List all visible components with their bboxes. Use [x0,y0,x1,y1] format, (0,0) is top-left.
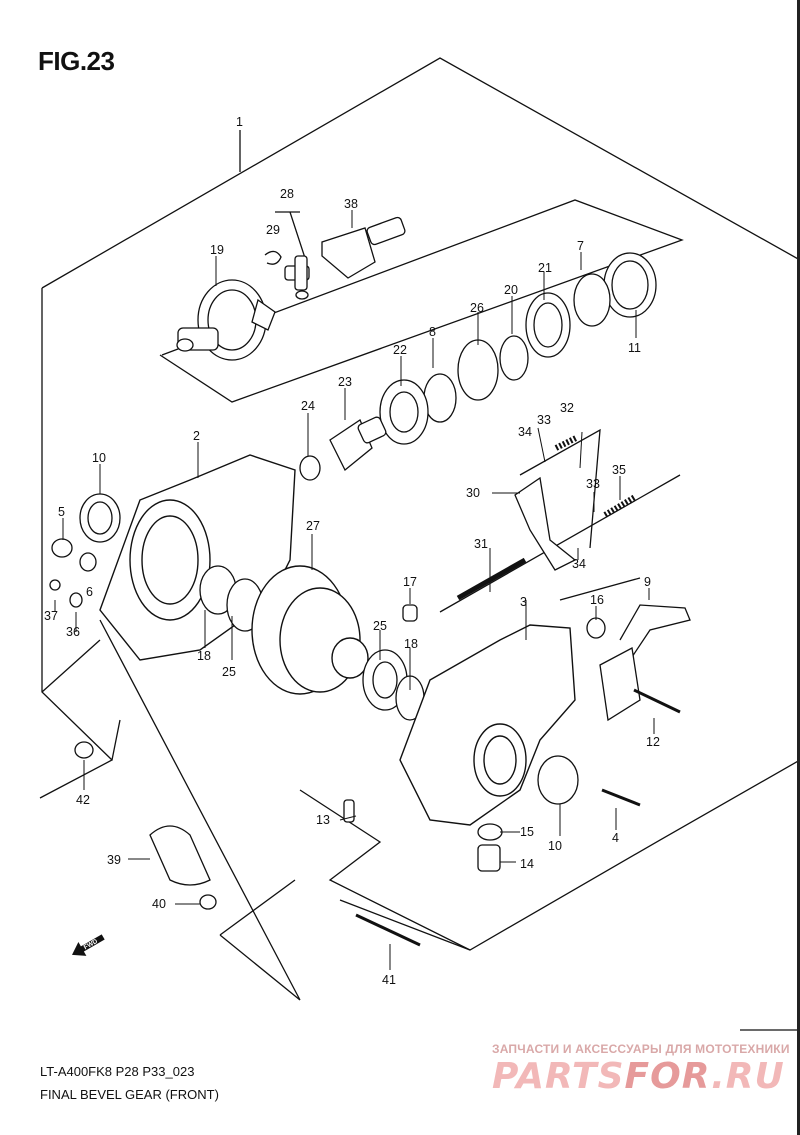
callout-26: 26 [470,301,484,315]
callout-2: 2 [193,429,200,443]
callout-31: 31 [474,537,488,551]
part-12-bolt [633,688,681,714]
callout-10-left: 10 [92,451,106,465]
callout-34-bottom: 34 [572,557,586,571]
shaft-parts-frame [159,199,684,403]
part-15-washer [477,823,503,841]
callout-16: 16 [590,593,604,607]
fwd-arrow-icon: FWD [72,934,105,956]
callout-5: 5 [58,505,65,519]
part-38-yoke [321,216,406,279]
assembly-boundary [39,57,800,1031]
leader-28 [275,211,306,259]
watermark-logo-part3: .RU [711,1056,785,1097]
callout-38: 38 [344,197,358,211]
callout-8: 8 [429,325,436,339]
callout-20: 20 [504,283,518,297]
part-3-case [399,624,576,826]
callout-21: 21 [538,261,552,275]
callout-4: 4 [612,831,619,845]
part-4-bolt [601,788,641,807]
callout-1: 1 [236,115,243,129]
part-31-shaft [456,557,527,601]
callout-25-left: 25 [222,665,236,679]
callout-19: 19 [210,243,224,257]
part-9-hose [619,604,691,661]
part-35-spring [603,494,637,518]
part-27-ring-gear [251,565,369,695]
callout-32: 32 [560,401,574,415]
lower-bracket [99,619,301,1001]
callout-23: 23 [338,375,352,389]
right-bearings [362,604,606,721]
callout-leaders [54,210,655,970]
watermark-logo-part1: PARTS [492,1056,625,1097]
part-29-clip [264,250,282,265]
callout-36: 36 [66,625,80,639]
callout-30: 30 [466,486,480,500]
callout-24: 24 [301,399,315,413]
part-23-pinion [329,416,387,472]
callout-6: 6 [86,585,93,599]
callout-9: 9 [644,575,651,589]
watermark-logo-part2: FOR [624,1056,712,1097]
part-14-plug [477,844,501,872]
callout-15: 15 [520,825,534,839]
callout-10-right: 10 [548,839,562,853]
part-13-pin [343,799,355,823]
part-10-seal-right [537,755,579,805]
callout-40: 40 [152,897,166,911]
right-frame [439,474,681,613]
callout-42: 42 [76,793,90,807]
part-24-needle-bearing [299,455,321,481]
figure-caption: FINAL BEVEL GEAR (FRONT) [40,1087,219,1102]
callout-37: 37 [44,609,58,623]
callout-22: 22 [393,343,407,357]
callout-12: 12 [646,735,660,749]
callout-labels: 1 2 3 4 5 6 7 8 9 10 10 11 12 13 14 15 1… [44,115,660,987]
callout-7: 7 [577,239,584,253]
callout-27: 27 [306,519,320,533]
callout-3: 3 [520,595,527,609]
part-42-nut [74,741,94,759]
right-border [797,0,800,1135]
callout-28: 28 [280,187,294,201]
callout-35: 35 [612,463,626,477]
part-40-clamp [199,894,217,910]
callout-29: 29 [266,223,280,237]
left-seals [49,493,264,632]
callout-17: 17 [403,575,417,589]
bolt-frame [339,899,471,951]
part-39-boot [149,825,211,886]
part-9-bracket [599,646,641,722]
part-41-bolt [355,913,421,947]
figure-title: FIG.23 [38,46,115,76]
part-28-spider [284,255,310,300]
callout-11: 11 [628,341,641,355]
callout-39: 39 [107,853,121,867]
upper-bearings [379,252,657,445]
callout-18-left: 18 [197,649,211,663]
callout-41: 41 [382,973,396,987]
part-32-spring [554,435,578,451]
fork-frame [519,428,601,549]
callout-34-top: 34 [518,425,532,439]
part-19-coupling [176,279,276,361]
watermark-tagline: ЗАПЧАСТИ И АКСЕССУАРЫ ДЛЯ МОТОТЕХНИКИ [492,1042,790,1056]
callout-25-right: 25 [373,619,387,633]
callout-18-right: 18 [404,637,418,651]
callout-13: 13 [316,813,330,827]
callout-14: 14 [520,857,534,871]
model-code: LT-A400FK8 P28 P33_023 [40,1064,195,1079]
callout-33-top: 33 [537,413,551,427]
part-30-fork [514,476,577,571]
callout-33-mid: 33 [586,477,600,491]
watermark-logo: PARTSFOR.RU [492,1056,785,1097]
